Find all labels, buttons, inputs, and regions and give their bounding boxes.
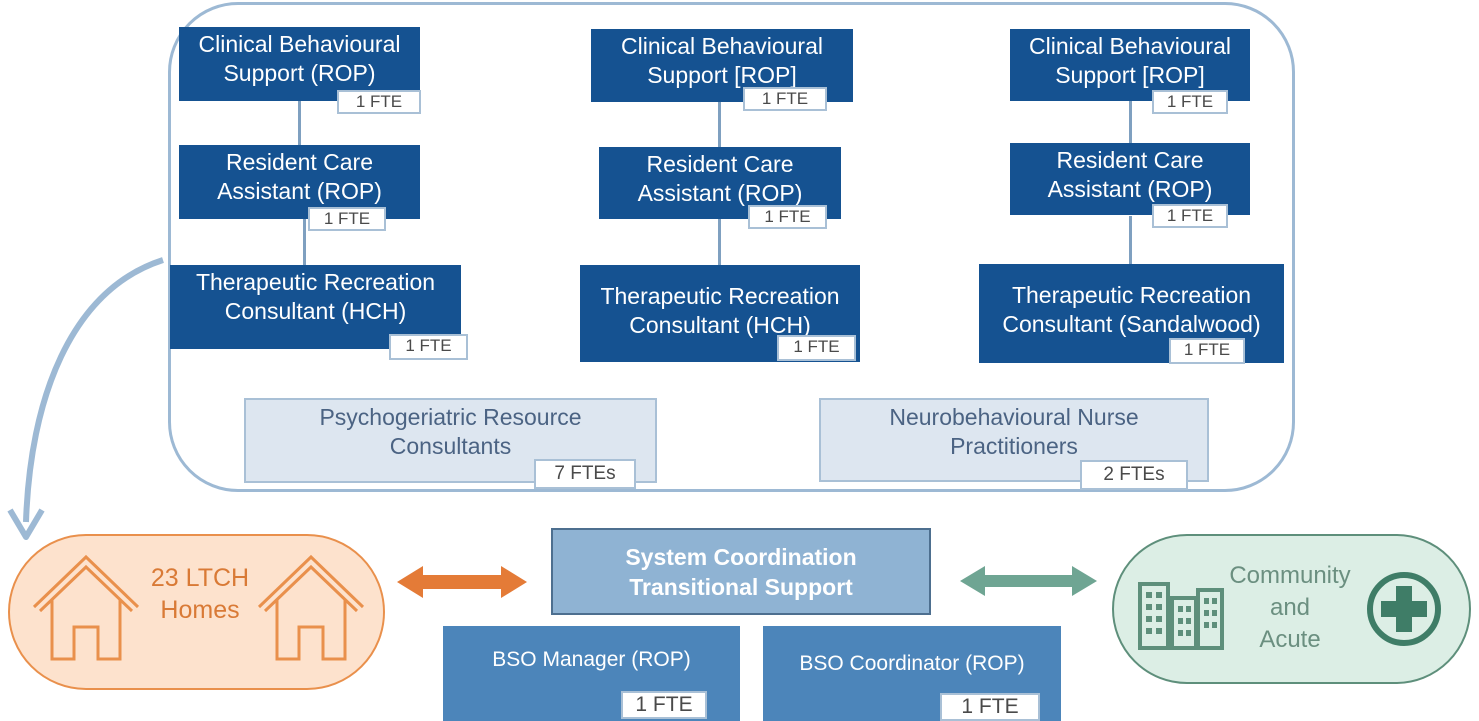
fte-badge: 1 FTE [748, 205, 827, 229]
fte-badge: 1 FTE [621, 691, 707, 719]
psychogeriatric-resource-consultants-box: Psychogeriatric Resource Consultants [244, 398, 657, 483]
ltch-homes-label: 23 LTCH Homes [150, 564, 250, 624]
fte-badge: 1 FTE [940, 693, 1040, 721]
fte-badge: 1 FTE [1152, 90, 1228, 114]
community-acute-label: Community and Acute [1229, 562, 1351, 653]
team-frame [168, 2, 1295, 492]
house-icon [32, 554, 140, 661]
medical-cross-icon [1367, 572, 1441, 646]
connector-line [1129, 100, 1132, 146]
fte-badge: 7 FTEs [534, 459, 636, 489]
fte-badge: 1 FTE [308, 207, 386, 231]
clinical-behavioural-support-box: Clinical Behavioural Support (ROP) [179, 27, 420, 101]
connector-line [298, 100, 301, 146]
fte-badge: 1 FTE [1169, 338, 1245, 364]
resident-care-assistant-box: Resident Care Assistant (ROP) [179, 145, 420, 219]
system-coordination-box: System Coordination Transitional Support [551, 528, 931, 615]
house-icon [257, 554, 365, 661]
fte-badge: 1 FTE [777, 335, 856, 361]
fte-badge: 1 FTE [337, 90, 421, 114]
fte-badge: 1 FTE [743, 87, 827, 111]
fte-badge: 1 FTE [389, 334, 468, 360]
therapeutic-recreation-consultant-box: Therapeutic Recreation Consultant (Sanda… [979, 264, 1284, 363]
ltch-homes-pill [8, 534, 385, 690]
clinical-behavioural-support-box: Clinical Behavioural Support [ROP] [1010, 29, 1250, 101]
double-arrow-green [960, 566, 1097, 596]
connector-line [1129, 216, 1132, 264]
buildings-icon [1138, 582, 1224, 650]
connector-line [303, 218, 306, 266]
resident-care-assistant-box: Resident Care Assistant (ROP) [1010, 143, 1250, 215]
connector-line [718, 102, 721, 148]
double-arrow-orange [397, 566, 527, 598]
fte-badge: 2 FTEs [1080, 460, 1188, 490]
fte-badge: 1 FTE [1152, 204, 1228, 228]
therapeutic-recreation-consultant-box: Therapeutic Recreation Consultant (HCH) [170, 265, 461, 349]
connector-line [718, 218, 721, 266]
